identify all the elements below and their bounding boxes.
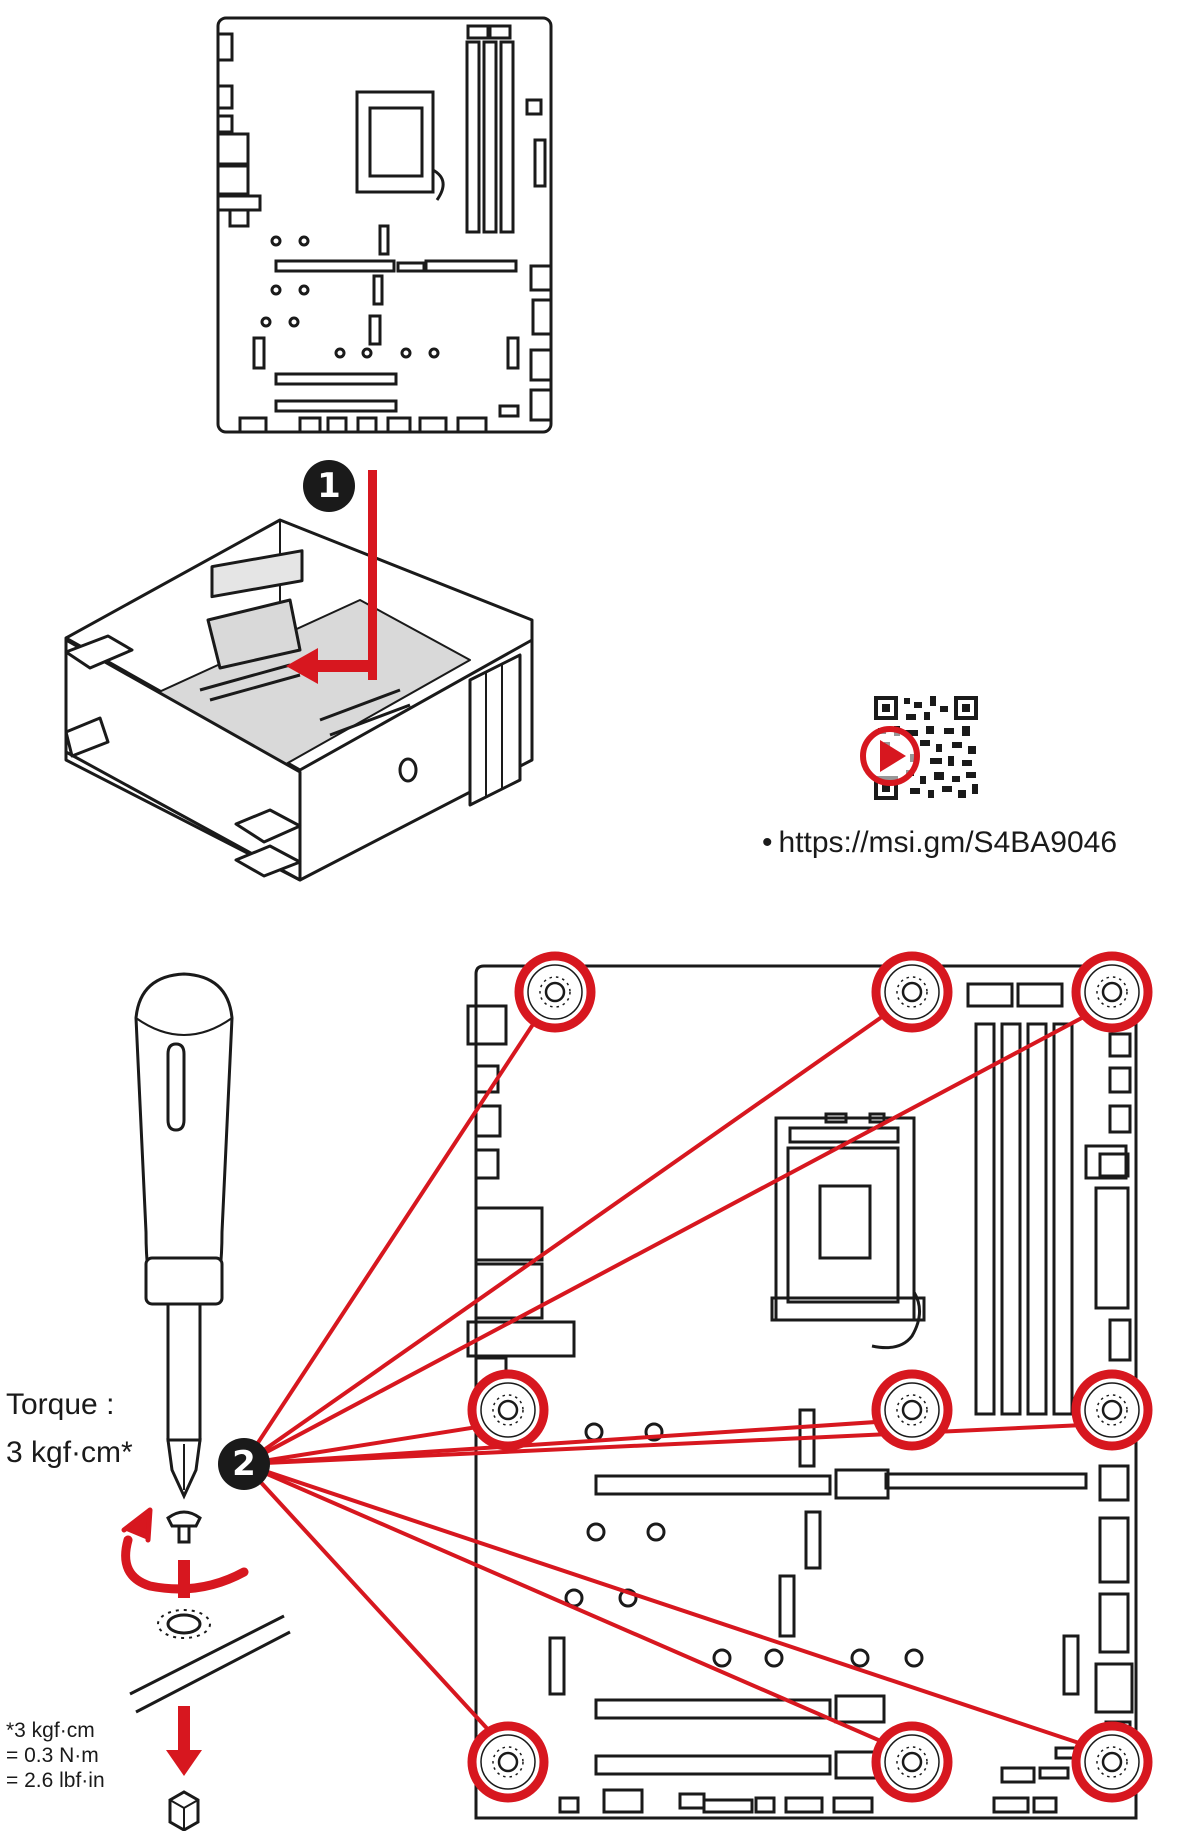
- screw-point: [1076, 1374, 1148, 1446]
- screw-point: [1076, 956, 1148, 1028]
- screw-point: [876, 1726, 948, 1798]
- step-2-number: 2: [232, 1444, 256, 1484]
- motherboard-top-view: [216, 16, 553, 434]
- play-icon[interactable]: [860, 726, 920, 786]
- torque-conversion-kgf: *3 kgf·cm: [6, 1719, 95, 1742]
- screw-point: [876, 1374, 948, 1446]
- bullet: •: [762, 826, 773, 859]
- screw-point: [472, 1374, 544, 1446]
- screwdriver-illustration: [129, 972, 291, 1832]
- torque-conversion-lbf: = 2.6 lbf·in: [6, 1769, 105, 1792]
- screw-point: [1076, 1726, 1148, 1798]
- screw-point: [876, 956, 948, 1028]
- screw-point: [472, 1726, 544, 1798]
- step-1-number: 1: [317, 466, 341, 506]
- down-arrows: [166, 1560, 202, 1776]
- step-1-badge: [303, 460, 355, 512]
- step-2-badge: [218, 1438, 270, 1490]
- insert-arrows: [286, 470, 377, 684]
- motherboard-detail-view: [466, 964, 1138, 1820]
- torque-conversion-nm: = 0.3 N·m: [6, 1744, 99, 1767]
- qr-code: [874, 696, 978, 800]
- screw-point: [519, 956, 591, 1028]
- video-url[interactable]: https://msi.gm/S4BA9046: [778, 826, 1118, 859]
- torque-spec: Torque : 3 kgf·cm*: [6, 1381, 133, 1477]
- torque-value: 3 kgf·cm*: [6, 1436, 133, 1469]
- callout-lines: [242, 998, 1109, 1754]
- video-link[interactable]: •https://msi.gm/S4BA9046: [762, 825, 1117, 861]
- torque-label: Torque :: [6, 1388, 115, 1421]
- torque-conversion: *3 kgf·cm = 0.3 N·m = 2.6 lbf·in: [6, 1718, 105, 1793]
- rotation-arrow-icon: [121, 1507, 249, 1594]
- pc-case-illustration: [64, 518, 534, 882]
